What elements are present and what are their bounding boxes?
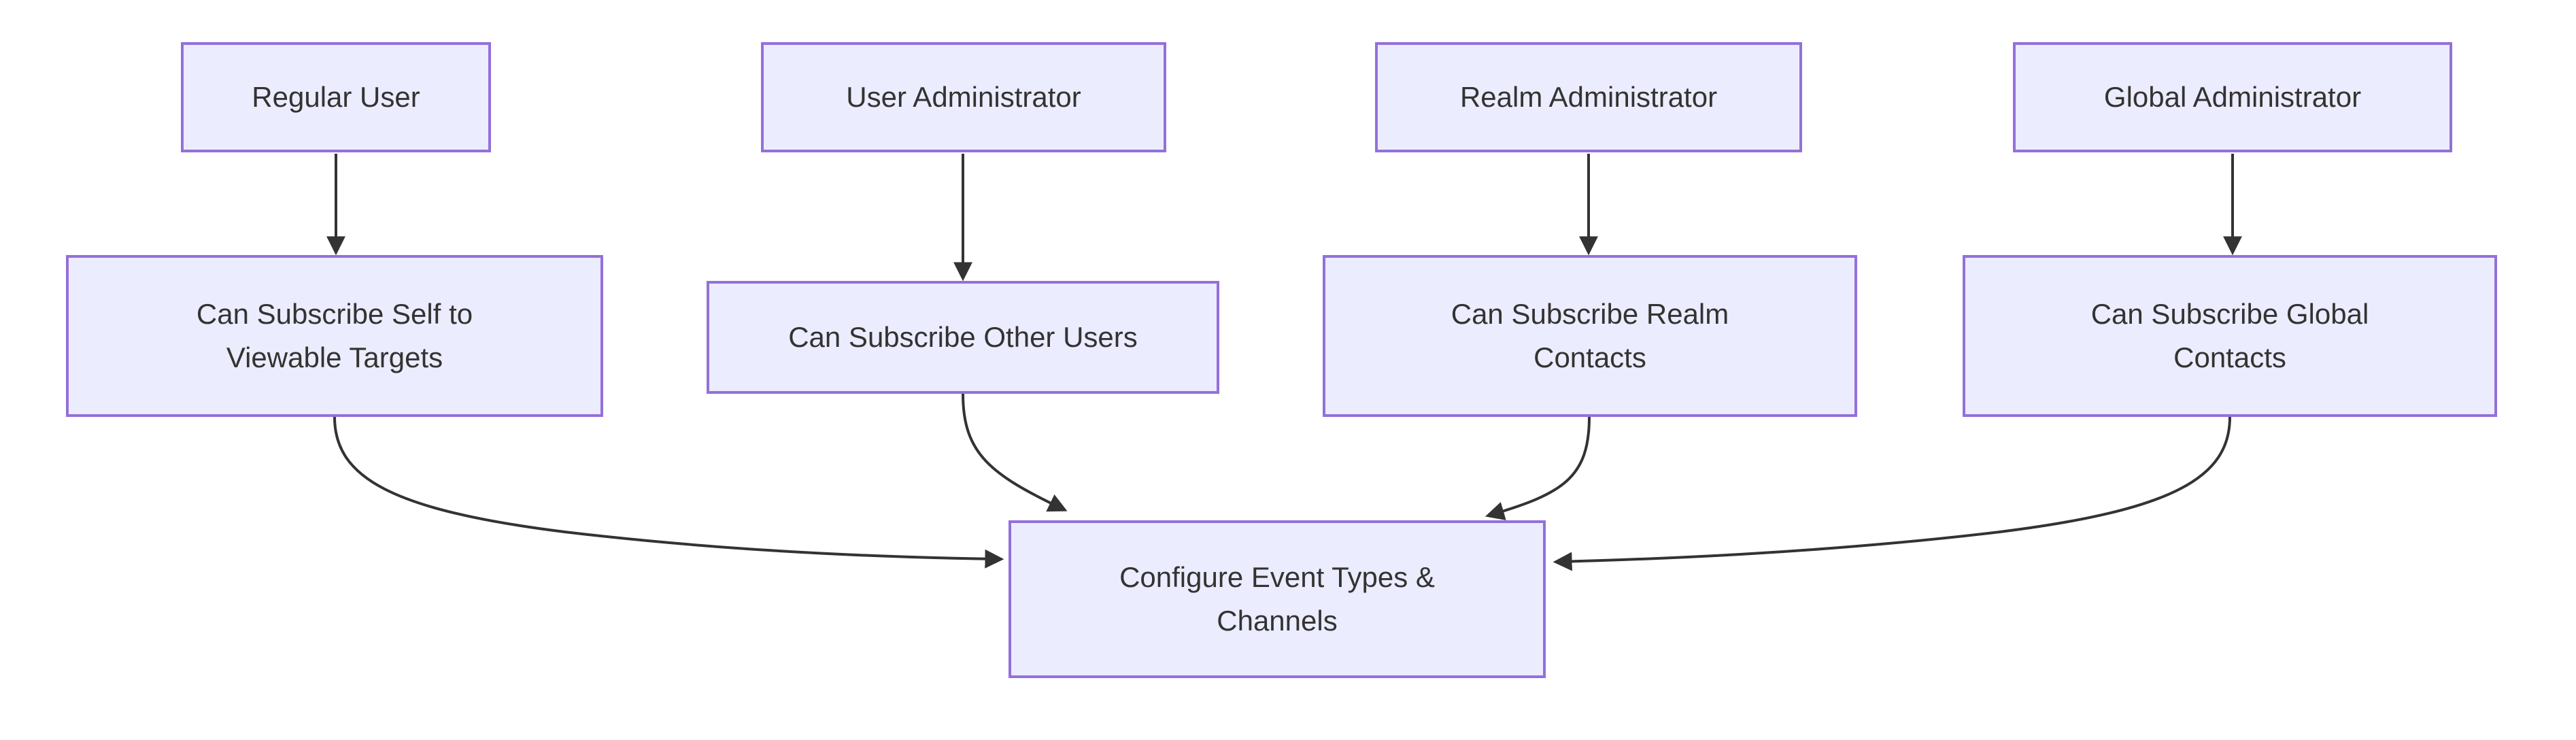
- node-subscribe-realm: Can Subscribe Realm Contacts: [1323, 255, 1857, 417]
- node-label: Can Subscribe Global Contacts: [2091, 292, 2369, 380]
- node-subscribe-global: Can Subscribe Global Contacts: [1963, 255, 2497, 417]
- node-label: Regular User: [252, 75, 420, 119]
- node-label-line: Viewable Targets: [226, 341, 443, 373]
- node-label: User Administrator: [846, 75, 1081, 119]
- node-subscribe-other: Can Subscribe Other Users: [707, 281, 1219, 394]
- node-global-admin: Global Administrator: [2013, 42, 2452, 152]
- node-label-line: Contacts: [2173, 341, 2286, 373]
- node-label: Can Subscribe Realm Contacts: [1451, 292, 1729, 380]
- node-label-line: User Administrator: [846, 81, 1081, 113]
- node-label-line: Regular User: [252, 81, 420, 113]
- node-label-line: Configure Event Types &: [1119, 561, 1435, 593]
- node-label-line: Can Subscribe Realm: [1451, 298, 1729, 330]
- node-label-line: Can Subscribe Self to: [196, 298, 473, 330]
- node-regular-user: Regular User: [181, 42, 491, 152]
- node-label-line: Can Subscribe Other Users: [788, 321, 1138, 353]
- node-label-line: Contacts: [1533, 341, 1646, 373]
- edge-subscribe-global-to-configure: [1553, 416, 2231, 571]
- node-label: Global Administrator: [2104, 75, 2361, 119]
- node-label: Can Subscribe Other Users: [788, 316, 1138, 359]
- edge-subscribe-realm-to-configure: [1485, 416, 1591, 520]
- node-label-line: Channels: [1217, 605, 1338, 637]
- node-user-admin: User Administrator: [761, 42, 1166, 152]
- edge-subscribe-self-to-configure: [333, 416, 1004, 569]
- node-label: Configure Event Types & Channels: [1119, 556, 1435, 643]
- node-label: Can Subscribe Self to Viewable Targets: [197, 292, 473, 380]
- node-label-line: Global Administrator: [2103, 81, 2362, 113]
- node-label-line: Realm Administrator: [1459, 81, 1718, 113]
- node-label-line: Can Subscribe Global: [2090, 298, 2369, 330]
- edge-subscribe-other-to-configure: [962, 393, 1068, 512]
- node-subscribe-self: Can Subscribe Self to Viewable Targets: [66, 255, 603, 417]
- node-configure: Configure Event Types & Channels: [1009, 520, 1546, 678]
- node-realm-admin: Realm Administrator: [1375, 42, 1802, 152]
- node-label: Realm Administrator: [1460, 75, 1717, 119]
